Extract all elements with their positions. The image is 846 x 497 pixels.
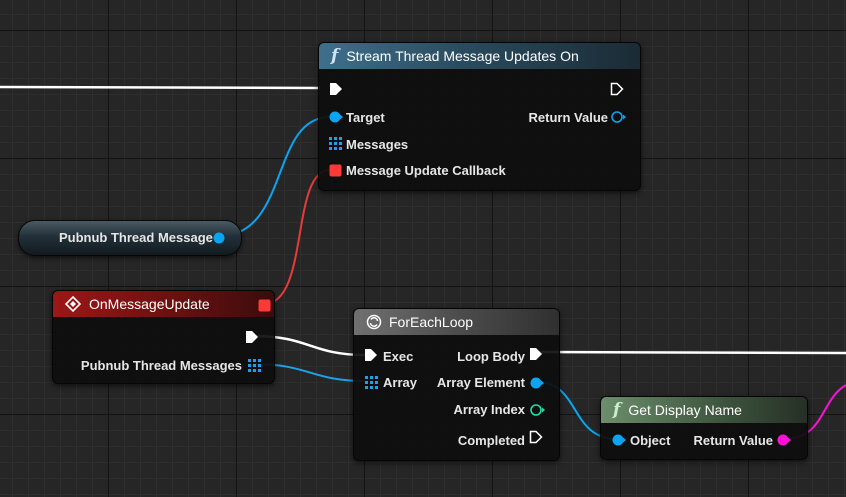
completed-label: Completed	[457, 433, 525, 448]
exec-wire-incoming	[0, 85, 321, 90]
loop-macro-icon	[366, 314, 382, 330]
node-title: Stream Thread Message Updates On	[346, 48, 579, 64]
delegate-input-pin[interactable]	[329, 164, 342, 177]
messages-label: Messages	[346, 137, 409, 152]
loop-body-exec-pin[interactable]	[529, 347, 543, 361]
stream-thread-message-updates-node[interactable]: f Stream Thread Message Updates On Targe…	[318, 42, 641, 191]
loop-body-label: Loop Body	[457, 349, 525, 364]
array-index-label: Array Index	[453, 402, 525, 417]
array-grid-icon[interactable]	[248, 359, 261, 372]
variable-node-pubnub-thread-message[interactable]: Pubnub Thread Message	[18, 220, 242, 256]
array-label: Array	[383, 375, 417, 390]
exec-label: Exec	[383, 349, 414, 364]
object-input-pin[interactable]	[612, 433, 628, 447]
exec-output-pin[interactable]	[245, 330, 259, 344]
variable-label: Pubnub Thread Message	[59, 230, 213, 245]
array-element-output-pin[interactable]	[530, 376, 546, 390]
exec-input-pin[interactable]	[364, 348, 378, 362]
object-wire-target	[218, 116, 331, 237]
delegate-output-pin[interactable]	[258, 299, 271, 312]
for-each-loop-node[interactable]: ForEachLoop Exec Loop Body Array Array E…	[353, 308, 560, 461]
get-display-name-node[interactable]: f Get Display Name Object Return Value	[600, 396, 808, 460]
exec-input-pin[interactable]	[329, 82, 343, 96]
exec-wire-loop-body	[535, 350, 846, 355]
object-output-pin[interactable]	[212, 231, 226, 245]
node-header: OnMessageUpdate	[53, 291, 274, 317]
return-value-label: Return Value	[693, 433, 773, 448]
on-message-update-node[interactable]: OnMessageUpdate Pubnub Thread Messages	[52, 290, 275, 384]
messages-output-label: Pubnub Thread Messages	[80, 358, 242, 373]
array-index-output-pin[interactable]	[530, 403, 546, 417]
callback-label: Message Update Callback	[346, 163, 506, 178]
return-value-output-pin[interactable]	[777, 433, 793, 447]
node-header: ForEachLoop	[354, 309, 559, 335]
array-grid-icon[interactable]	[329, 137, 342, 150]
array-element-label: Array Element	[436, 375, 525, 390]
function-icon: f	[613, 400, 621, 420]
event-diamond-icon	[65, 296, 81, 312]
node-title: ForEachLoop	[389, 314, 474, 330]
function-icon: f	[331, 46, 339, 66]
return-value-label: Return Value	[528, 110, 608, 125]
node-title: Get Display Name	[628, 402, 742, 418]
object-label: Object	[630, 433, 671, 448]
target-label: Target	[346, 110, 385, 125]
node-title: OnMessageUpdate	[89, 296, 210, 312]
target-input-pin[interactable]	[329, 110, 343, 124]
array-input-pin[interactable]	[365, 376, 378, 389]
exec-output-pin[interactable]	[610, 82, 624, 96]
completed-exec-pin[interactable]	[529, 430, 543, 444]
node-header: f Get Display Name	[601, 397, 807, 423]
node-header: f Stream Thread Message Updates On	[319, 43, 640, 69]
return-value-output-pin[interactable]	[610, 110, 626, 124]
